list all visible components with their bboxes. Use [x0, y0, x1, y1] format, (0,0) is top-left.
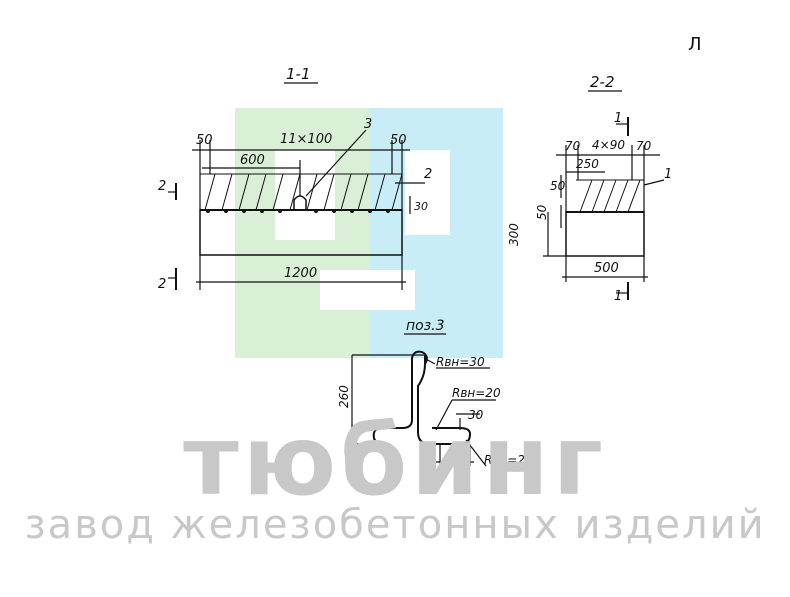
hatch-1-1: [200, 173, 403, 211]
dim-50-left: 50: [196, 133, 213, 148]
dim-600: 600: [240, 153, 265, 168]
callout-3: 3: [364, 117, 372, 132]
section-1-1: [168, 82, 425, 290]
dim-spacing-2: 4×90: [592, 138, 625, 152]
section-1-title: 1-1: [286, 65, 311, 83]
cut-mark-1-top: 1: [614, 111, 622, 126]
radius-30: Rвн=30: [436, 355, 485, 369]
cut-mark-2-bottom: 2: [158, 277, 166, 292]
section-2-title: 2-2: [590, 73, 615, 91]
loop-bar: [417, 355, 472, 445]
dim-spacing-1: 11×100: [280, 132, 332, 147]
radius-20-b: Rвн=20: [484, 453, 533, 467]
corner-letter: Л: [688, 34, 702, 55]
hatch-2-2: [576, 179, 644, 213]
dim-260: 260: [337, 385, 351, 408]
cut-mark-2-top: 2: [158, 179, 166, 194]
dim-1200: 1200: [284, 266, 317, 281]
dim-30-pos3: 30: [468, 408, 484, 422]
radius-20-a: Rвн=20: [452, 386, 501, 400]
dim-500: 500: [594, 261, 619, 276]
dim-70-right: 70: [636, 139, 652, 153]
dim-50-lower: 50: [535, 204, 549, 220]
dim-300: 300: [507, 223, 521, 246]
pos-3-title: поз.3: [406, 318, 445, 334]
watermark-title: тюбинг: [183, 405, 607, 517]
dim-70-left: 70: [565, 139, 581, 153]
pos-3-detail: [346, 333, 496, 467]
watermark-logo: [235, 108, 503, 358]
callout-2: 2: [424, 167, 432, 182]
watermark-subtitle: завод железобетонных изделий: [24, 502, 766, 548]
dim-250: 250: [576, 157, 599, 171]
section-2-2: [543, 90, 665, 300]
dim-50-right: 50: [390, 133, 407, 148]
dim-50-upper: 50: [550, 179, 566, 193]
callout-1: 1: [664, 167, 672, 182]
dim-30: 30: [414, 200, 428, 213]
dim-60: 60: [447, 447, 463, 461]
section-body: [565, 211, 645, 257]
cut-mark-1-bottom: 1: [614, 289, 622, 304]
